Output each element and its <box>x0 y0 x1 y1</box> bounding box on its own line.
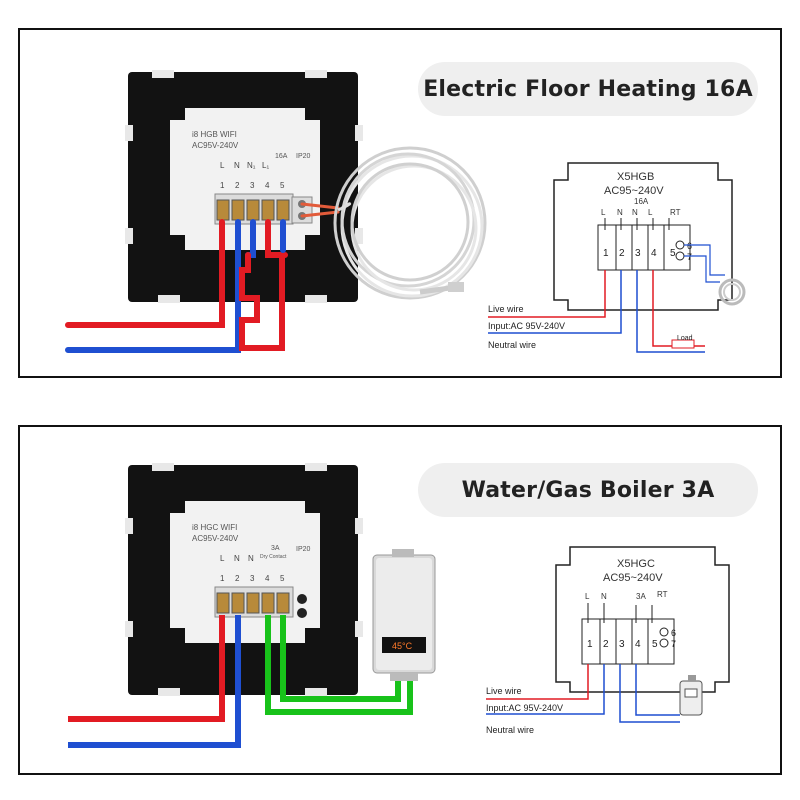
schematic-voltage: AC95~240V <box>604 185 664 197</box>
sensor-terminal-7: 7 <box>671 639 676 649</box>
svg-text:3: 3 <box>619 639 625 650</box>
schematic-numbers: 1 2 3 4 5 <box>603 248 676 259</box>
device-voltage-label: AC95V-240V <box>192 534 239 543</box>
gas-boiler: 45°C <box>372 549 436 681</box>
svg-text:5: 5 <box>652 639 658 650</box>
device-voltage-label: AC95V-240V <box>192 141 239 150</box>
svg-text:N: N <box>632 208 638 217</box>
svg-text:4: 4 <box>635 639 641 650</box>
neutral-wire-label: Neutral wire <box>486 725 534 735</box>
svg-text:2: 2 <box>603 639 609 650</box>
svg-text:4: 4 <box>265 181 270 190</box>
svg-text:L: L <box>648 208 653 217</box>
device-terminal-letters: L N N₁ L₁ <box>220 161 269 170</box>
live-wire-label: Live wire <box>488 304 524 314</box>
boiler-title: Water/Gas Boiler 3A <box>418 463 758 517</box>
schematic-rating: 16A <box>634 197 649 206</box>
svg-text:2: 2 <box>619 248 625 259</box>
floor-sensor-cable <box>333 146 487 300</box>
device-ip-label: IP20 <box>296 546 311 553</box>
svg-text:L: L <box>601 208 606 217</box>
boiler-schematic: 1 2 3 4 5 X5HGC AC95~240V 3A L N RT 6 7 <box>486 546 730 735</box>
svg-text:N: N <box>248 554 254 563</box>
schematic-letters: L N N L RT <box>601 208 681 217</box>
svg-text:1: 1 <box>603 248 609 259</box>
sensor-terminal-6: 6 <box>687 241 692 251</box>
load-label: Load <box>677 335 693 342</box>
svg-text:3: 3 <box>250 574 255 583</box>
svg-text:N: N <box>617 208 623 217</box>
terminal-arrows <box>604 218 670 230</box>
device-rating-label: 3A <box>271 545 280 552</box>
svg-text:RT: RT <box>657 590 668 599</box>
svg-text:L: L <box>220 161 225 170</box>
svg-text:1: 1 <box>220 181 225 190</box>
svg-text:L₁: L₁ <box>262 161 269 170</box>
input-voltage-label: Input:AC 95V-240V <box>486 703 563 713</box>
svg-text:1: 1 <box>220 574 225 583</box>
wiring-illustration <box>68 615 413 748</box>
schematic-numbers: 1 2 3 4 5 <box>587 639 658 650</box>
svg-text:1: 1 <box>587 639 593 650</box>
svg-text:5: 5 <box>280 181 285 190</box>
floor-heating-title: Electric Floor Heating 16A <box>418 62 758 116</box>
svg-text:RT: RT <box>670 208 681 217</box>
sensor-terminal-6: 6 <box>671 628 676 638</box>
svg-text:2: 2 <box>235 181 240 190</box>
device-dry-contact-label: Dry Contact <box>260 554 287 560</box>
svg-text:4: 4 <box>265 574 270 583</box>
panel-boiler: 45°C i8 HGC WIFI AC95V-240V 3A Dry Conta… <box>18 425 782 775</box>
device-model-label: i8 HGC WIFI <box>192 523 237 532</box>
svg-text:N: N <box>601 592 607 601</box>
svg-text:2: 2 <box>235 574 240 583</box>
floor-heating-schematic: 1 2 3 4 5 X5HGB AC95~240V 16A L N N L RT <box>488 162 746 353</box>
svg-text:L: L <box>585 592 590 601</box>
schematic-model: X5HGC <box>617 558 655 570</box>
schematic-letters: L N RT <box>585 590 668 601</box>
svg-text:4: 4 <box>651 248 657 259</box>
sensor-terminal-7: 7 <box>687 252 692 262</box>
device-terminal-numbers: 1 2 3 4 5 <box>220 574 285 583</box>
neutral-wire-label: Neutral wire <box>488 340 536 350</box>
svg-text:5: 5 <box>280 574 285 583</box>
wiring-illustration <box>65 202 340 353</box>
live-wire-label: Live wire <box>486 686 522 696</box>
terminal-screws <box>216 592 290 614</box>
svg-text:5: 5 <box>670 248 676 259</box>
svg-text:L: L <box>220 554 225 563</box>
terminal-screws <box>216 199 290 221</box>
boiler-display: 45°C <box>392 641 413 651</box>
svg-text:3: 3 <box>635 248 641 259</box>
schematic-voltage: AC95~240V <box>603 572 663 584</box>
boiler-illustration: 45°C i8 HGC WIFI AC95V-240V 3A Dry Conta… <box>68 463 730 748</box>
schematic-rating: 3A <box>636 592 646 601</box>
device-rating-label: 16A <box>275 153 288 160</box>
floor-heating-illustration: i8 HGB WIFI AC95V-240V 16A IP20 L N N₁ L… <box>65 70 746 353</box>
device-ip-label: IP20 <box>296 153 311 160</box>
svg-text:N: N <box>234 554 240 563</box>
schematic-model: X5HGB <box>617 171 654 183</box>
svg-text:N₁: N₁ <box>247 161 256 170</box>
input-voltage-label: Input:AC 95V-240V <box>488 321 565 331</box>
device-model-label: i8 HGB WIFI <box>192 130 237 139</box>
device-terminal-letters: L N N <box>220 554 254 563</box>
svg-text:3: 3 <box>250 181 255 190</box>
svg-text:N: N <box>234 161 240 170</box>
panel-floor-heating: i8 HGB WIFI AC95V-240V 16A IP20 L N N₁ L… <box>18 28 782 378</box>
terminal-arrows <box>587 603 653 623</box>
device-terminal-numbers: 1 2 3 4 5 <box>220 181 285 190</box>
